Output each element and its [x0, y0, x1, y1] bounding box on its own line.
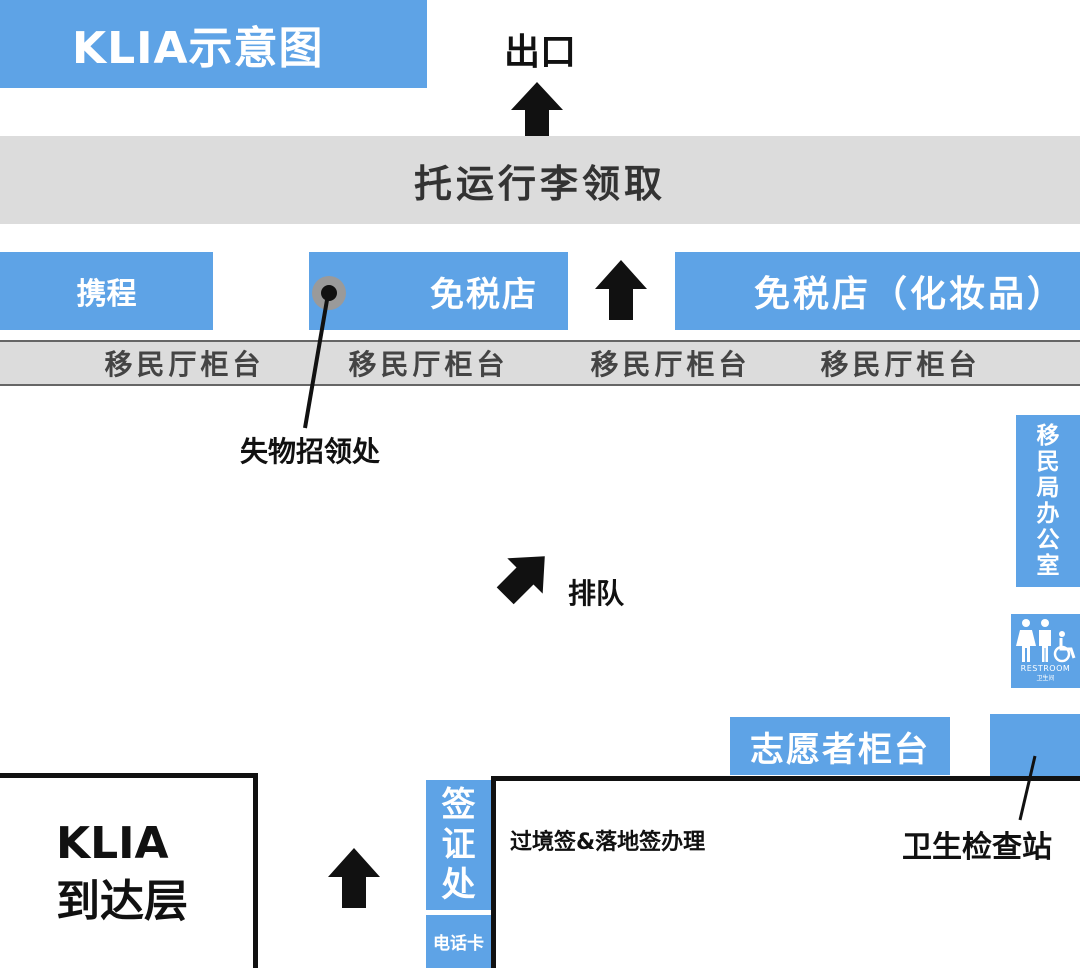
arrow-up-icon	[328, 848, 380, 908]
immigration-office: 移 民 局 办 公 室	[1016, 415, 1080, 587]
exit-text: 出口	[503, 32, 576, 73]
duty-free-label: 免税店	[430, 274, 538, 315]
visa-processing-label: 过境签&落地签办理	[510, 830, 706, 855]
immigration-office-char: 局	[1036, 475, 1060, 501]
arrow-up-icon	[595, 260, 647, 320]
arrow-up-icon	[511, 82, 563, 136]
immigration-office-char: 公	[1036, 527, 1060, 553]
restroom-cn-label: 卫生间	[1036, 675, 1055, 682]
immigration-office-char: 办	[1036, 501, 1060, 527]
visa-office-char: 处	[441, 865, 476, 905]
phone-card-counter: 电话卡	[426, 915, 491, 968]
immigration-counter-3: 移民厅柜台	[590, 348, 751, 381]
immigration-counters-bar	[0, 340, 1080, 386]
arrival-level-title: KLIA	[56, 818, 169, 869]
duty-free-cosmetics-shop: 免税店（化妆品）	[675, 252, 1080, 330]
arrival-level-subtitle: 到达层	[56, 876, 188, 927]
exit-label: 出口	[490, 24, 590, 74]
location-dot-icon	[312, 276, 346, 310]
visa-processing-area	[491, 776, 1080, 968]
health-station-label: 卫生检查站	[902, 830, 1052, 865]
arrival-level-area: KLIA 到达层	[0, 773, 258, 968]
queue-label: 排队	[568, 577, 625, 610]
visa-office-char: 证	[441, 825, 476, 865]
immigration-counter-4: 移民厅柜台	[820, 348, 981, 381]
ctrip-label: 携程	[76, 277, 137, 312]
lost-and-found-pointer	[303, 299, 329, 429]
restroom-en-label: RESTROOM	[1020, 664, 1071, 673]
duty-free-cosmetics-label: 免税店（化妆品）	[753, 274, 1066, 315]
immigration-office-char: 室	[1036, 553, 1060, 579]
visa-office: 签 证 处	[426, 780, 491, 910]
immigration-counter-2: 移民厅柜台	[348, 348, 509, 381]
wheelchair-icon	[1053, 631, 1075, 663]
health-station-pointer	[1018, 755, 1037, 821]
phone-card-label: 电话卡	[433, 934, 484, 954]
restroom-icon	[1015, 619, 1075, 663]
volunteer-counter-label: 志愿者柜台	[750, 729, 930, 770]
immigration-counter-1: 移民厅柜台	[104, 348, 265, 381]
volunteer-counter: 志愿者柜台	[730, 717, 950, 775]
baggage-claim-area: 托运行李领取	[0, 136, 1080, 224]
immigration-office-char: 移	[1036, 423, 1060, 449]
map-title: KLIA示意图	[0, 0, 427, 88]
lost-and-found-label: 失物招领处	[240, 435, 381, 468]
ctrip-counter: 携程	[0, 252, 213, 330]
restroom-sign: RESTROOM 卫生间	[1011, 614, 1080, 688]
map-title-text: KLIA示意图	[72, 23, 324, 74]
immigration-office-char: 民	[1036, 449, 1060, 475]
duty-free-shop: 免税店	[309, 252, 568, 330]
baggage-claim-label: 托运行李领取	[413, 161, 666, 206]
visa-office-char: 签	[441, 785, 476, 825]
arrow-diagonal-icon	[496, 556, 545, 605]
health-station-box	[990, 714, 1080, 776]
